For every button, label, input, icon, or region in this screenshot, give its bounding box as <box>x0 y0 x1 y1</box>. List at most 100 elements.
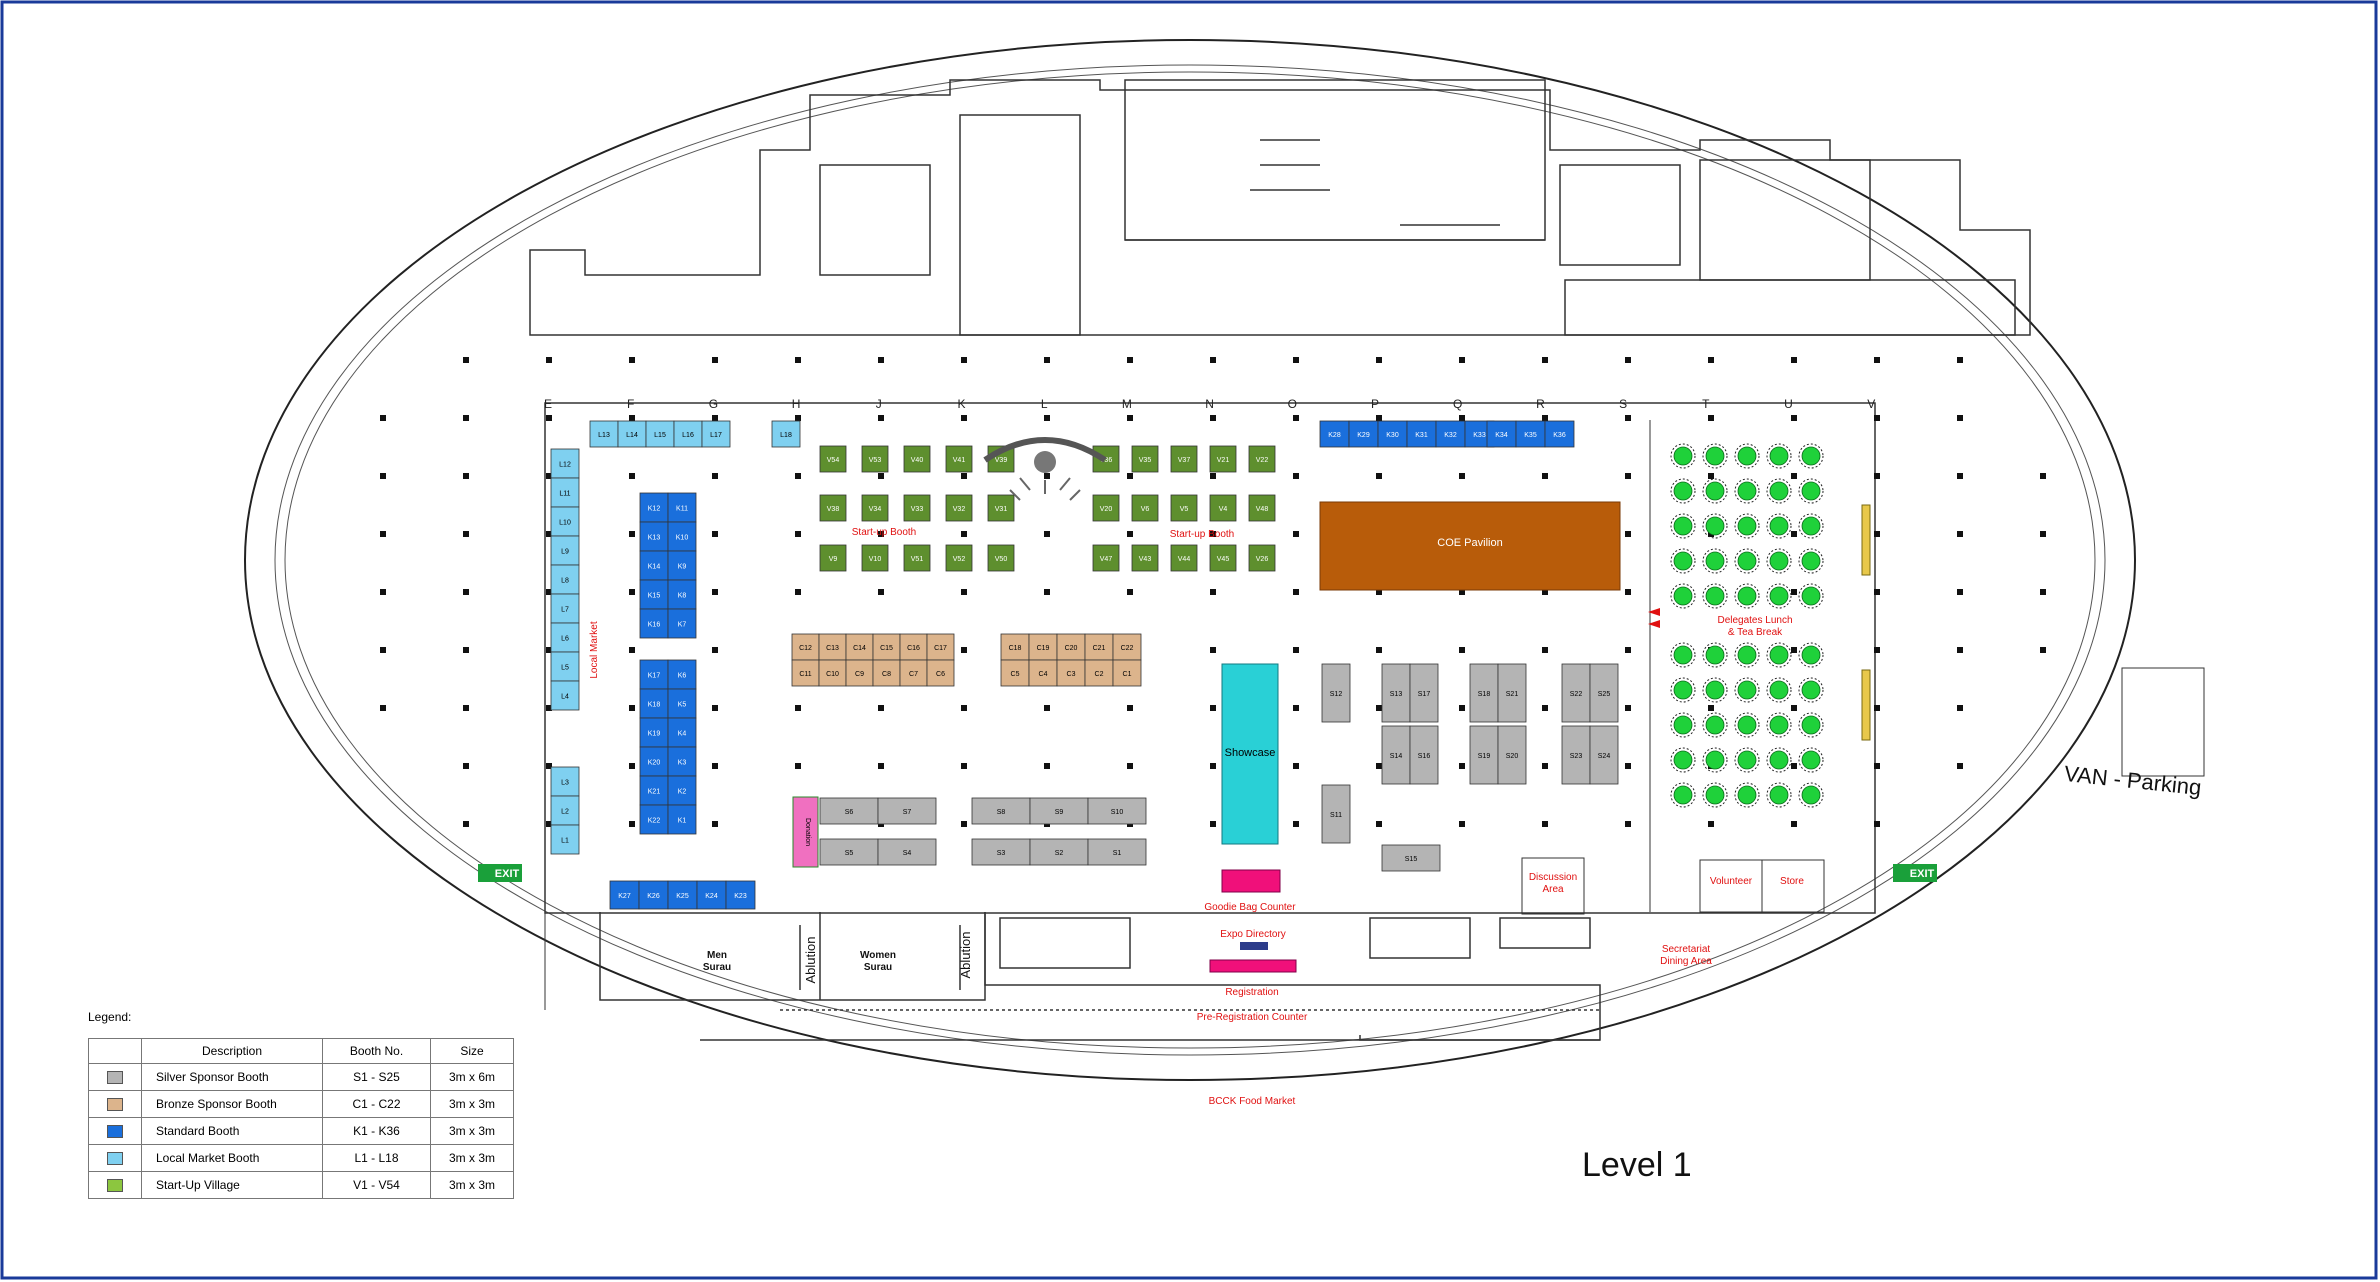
column-dot <box>1874 473 1880 479</box>
standard-booth: K10 <box>667 521 697 552</box>
bronze-booth: C11 <box>791 659 820 687</box>
dining-table <box>1798 642 1824 668</box>
local-booth-label: L4 <box>561 694 569 701</box>
local-booth-label: L1 <box>561 838 569 845</box>
column-dot <box>463 647 469 653</box>
column-dot <box>546 647 552 653</box>
startup-booth: V26 <box>1248 544 1276 572</box>
bronze-booth-label: C1 <box>1123 671 1132 678</box>
column-dot <box>1542 473 1548 479</box>
startup-booth: V54 <box>819 445 847 473</box>
column-dot <box>1127 531 1133 537</box>
silver-booth: S15 <box>1381 844 1441 872</box>
legend-size: 3m x 3m <box>430 1117 514 1145</box>
lower-building-block <box>599 912 1601 1041</box>
silver-booth: S13 <box>1381 663 1411 723</box>
bronze-booth: C13 <box>818 633 847 661</box>
dining-table <box>1670 443 1696 469</box>
local-booth: L1 <box>550 824 580 855</box>
column-dot <box>878 763 884 769</box>
bronze-booth-label: C7 <box>909 671 918 678</box>
column-dot <box>1874 531 1880 537</box>
dining-table <box>1734 548 1760 574</box>
column-dot <box>2040 473 2046 479</box>
column-dot <box>1376 647 1382 653</box>
dining-table <box>1702 782 1728 808</box>
column-dot <box>1376 415 1382 421</box>
grid-letter: S <box>1619 397 1627 411</box>
column-dot <box>1293 821 1299 827</box>
column-dot <box>1542 763 1548 769</box>
standard-booth: K14 <box>639 550 669 581</box>
bronze-booth-label: C19 <box>1037 645 1050 652</box>
bronze-booth-label: C11 <box>799 671 811 678</box>
legend-row: Local Market Booth L1 - L18 3m x 3m <box>88 1144 514 1172</box>
column-dot <box>1127 415 1133 421</box>
bronze-booth-label: C8 <box>882 671 891 678</box>
men-surau-label-1: Men <box>707 950 727 961</box>
standard-booth: K20 <box>639 746 669 777</box>
legend-header-size: Size <box>430 1038 514 1064</box>
legend-size: 3m x 3m <box>430 1171 514 1199</box>
column-dot <box>1625 531 1631 537</box>
silver-booth-label: S22 <box>1570 691 1583 698</box>
dining-table <box>1702 478 1728 504</box>
expo-directory-board <box>1240 942 1268 950</box>
column-dot <box>1210 531 1216 537</box>
dining-table <box>1766 642 1792 668</box>
bronze-booth-label: C12 <box>799 645 812 652</box>
dining-table <box>1670 747 1696 773</box>
column-dot <box>1957 763 1963 769</box>
donation-label: Donation <box>804 818 811 846</box>
standard-booth: K27 <box>609 880 640 910</box>
startup-booth: V47 <box>1092 544 1120 572</box>
local-booth: L18 <box>771 420 801 448</box>
local-booth-label: L18 <box>780 432 792 439</box>
startup-booth-label: V41 <box>953 457 966 464</box>
local-booth: L13 <box>589 420 619 448</box>
bronze-booth: C12 <box>791 633 820 661</box>
store-room <box>1761 859 1825 913</box>
dining-table <box>1702 583 1728 609</box>
standard-booth-label: K14 <box>648 564 661 571</box>
bronze-booth: C8 <box>872 659 901 687</box>
standard-booth: K31 <box>1406 420 1437 448</box>
column-dot <box>1708 415 1714 421</box>
column-dot <box>1708 357 1714 363</box>
column-dot <box>712 589 718 595</box>
startup-booth: V35 <box>1131 445 1159 473</box>
column-dot <box>380 415 386 421</box>
silver-booth: S18 <box>1469 663 1499 723</box>
startup-booth: V34 <box>861 494 889 522</box>
column-dot <box>712 647 718 653</box>
standard-booth: K1 <box>667 804 697 835</box>
column-dot <box>961 531 967 537</box>
startup-booth: V20 <box>1092 494 1120 522</box>
bronze-booth: C17 <box>926 633 955 661</box>
standard-booth: K26 <box>638 880 669 910</box>
column-dot <box>463 473 469 479</box>
startup-booth: V21 <box>1209 445 1237 473</box>
local-booth-label: L11 <box>559 491 570 498</box>
dining-table <box>1670 478 1696 504</box>
standard-booth-label: K27 <box>618 893 631 900</box>
women-surau-label-1: Women <box>860 950 896 961</box>
silver-booth: S11 <box>1321 784 1351 844</box>
local-booth: L16 <box>673 420 703 448</box>
silver-booth: S19 <box>1469 725 1499 785</box>
local-booth: L11 <box>550 477 580 508</box>
column-dot <box>878 357 884 363</box>
standard-booth: K24 <box>696 880 727 910</box>
startup-booth-label: V5 <box>1180 506 1189 513</box>
legend-booth-range: C1 - C22 <box>322 1090 431 1118</box>
standard-booth: K15 <box>639 579 669 610</box>
grid-letter: U <box>1784 397 1793 411</box>
column-dot <box>878 415 884 421</box>
local-market-label: Local Market <box>589 621 600 678</box>
structural-columns <box>380 357 2046 827</box>
column-dot <box>1874 647 1880 653</box>
column-dot <box>2040 531 2046 537</box>
dining-table <box>1766 478 1792 504</box>
